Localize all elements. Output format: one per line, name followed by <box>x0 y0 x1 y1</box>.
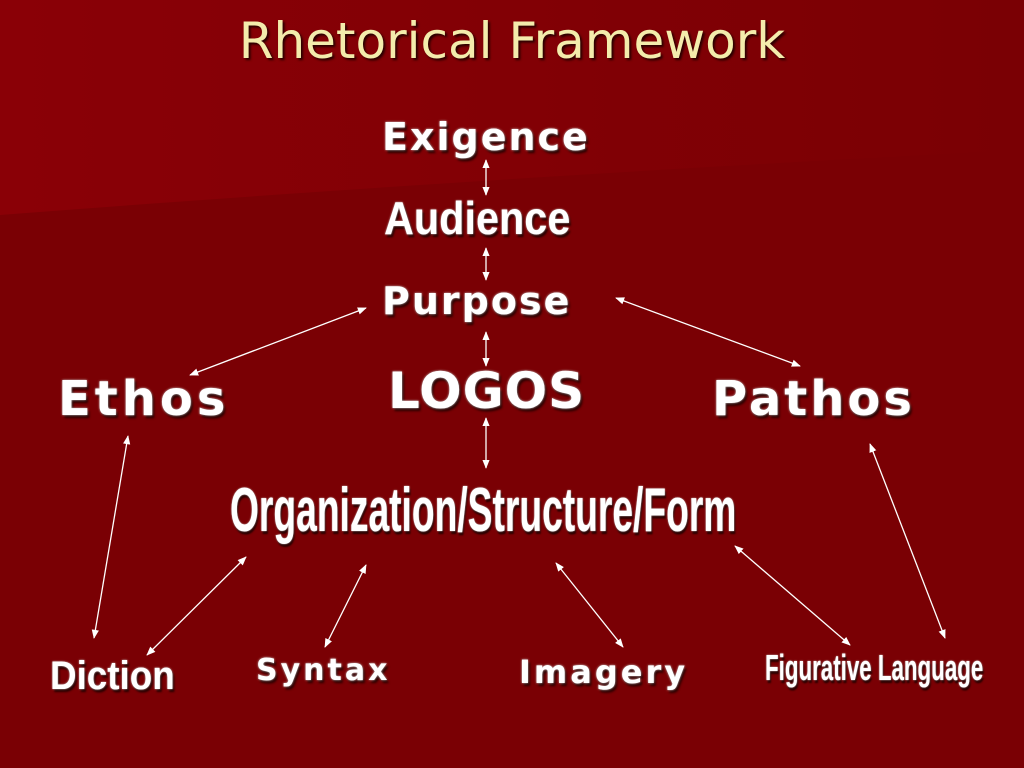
node-imagery: Imagery <box>519 653 689 691</box>
node-ethos: Ethos <box>58 371 230 427</box>
node-diction: Diction <box>50 654 175 698</box>
node-organization: Organization/Structure/Form <box>230 476 737 545</box>
arrow-organization-imagery <box>555 562 624 648</box>
node-audience: Audience <box>384 192 571 244</box>
slide-title: Rhetorical Framework <box>238 12 786 70</box>
arrow-ethos-diction <box>91 435 131 639</box>
node-syntax: Syntax <box>256 653 391 688</box>
node-purpose: Purpose <box>382 279 572 323</box>
arrow-purpose-pathos <box>615 297 801 367</box>
arrow-organization-diction <box>146 556 247 656</box>
node-exigence: Exigence <box>382 115 590 159</box>
node-logos: LOGOS <box>388 362 586 420</box>
node-figurative-language: Figurative Language <box>765 647 984 688</box>
arrow-pathos-figurative <box>869 443 946 639</box>
arrow-organization-syntax <box>324 564 367 648</box>
arrow-organization-figurative <box>734 545 851 646</box>
arrow-purpose-ethos <box>189 307 367 376</box>
node-pathos: Pathos <box>712 371 915 427</box>
